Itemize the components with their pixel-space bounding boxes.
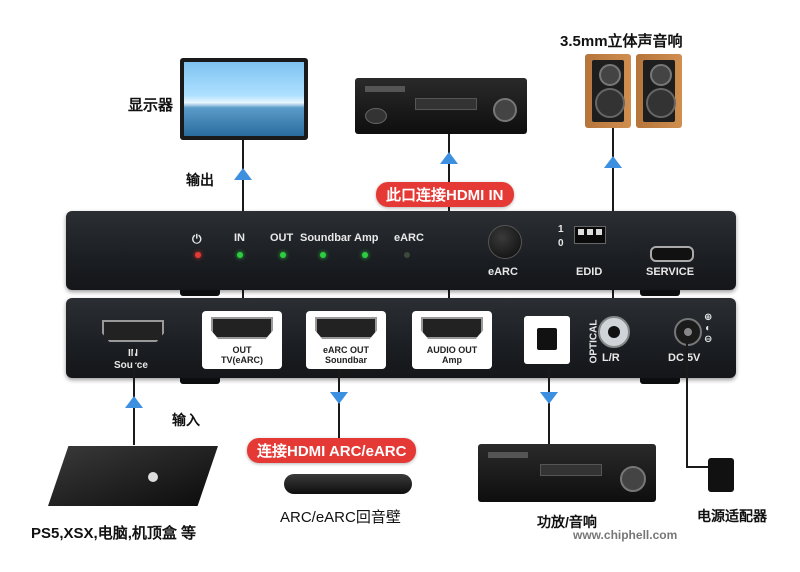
monitor-screen bbox=[184, 62, 304, 136]
front-panel bbox=[66, 211, 736, 290]
hdmi-arc-tag: 连接HDMI ARC/eARC bbox=[247, 438, 417, 463]
edid-switch-top-label: 1 bbox=[558, 224, 564, 235]
av-receiver-top bbox=[355, 78, 527, 134]
av-receiver-bottom bbox=[478, 444, 656, 502]
line-to-adapter-v bbox=[686, 342, 688, 466]
led-label-soundbar: Soundbar bbox=[300, 232, 352, 244]
led-label-earc: eARC bbox=[394, 232, 424, 244]
audio-out-label-1: AUDIO OUT bbox=[426, 345, 478, 355]
edid-switch-bottom-label: 0 bbox=[558, 238, 564, 249]
dc-jack[interactable] bbox=[674, 318, 702, 346]
led-soundbar bbox=[320, 252, 326, 258]
led-in bbox=[237, 252, 243, 258]
led-earc bbox=[404, 252, 410, 258]
watermark-text: www.chiphell.com bbox=[573, 528, 678, 542]
output-label: 输出 bbox=[186, 172, 214, 188]
in-source-port[interactable] bbox=[100, 318, 166, 344]
service-label: SERVICE bbox=[646, 266, 695, 278]
out-tv-port[interactable]: OUT TV(eARC) bbox=[202, 311, 282, 369]
line-to-soundbar bbox=[338, 369, 340, 457]
speaker-right bbox=[636, 54, 682, 128]
out-tv-label-1: OUT bbox=[232, 345, 252, 355]
lr-label: L/R bbox=[602, 352, 620, 364]
led-amp bbox=[362, 252, 368, 258]
dc-label: DC 5V bbox=[668, 352, 701, 364]
game-console bbox=[48, 446, 218, 506]
audio-out-label-2: Amp bbox=[442, 355, 462, 365]
earc-out-label-2: Soundbar bbox=[325, 355, 367, 365]
display-label: 显示器 bbox=[128, 97, 174, 114]
earc-out-port[interactable]: eARC OUT Soundbar bbox=[306, 311, 386, 369]
led-label-amp: Amp bbox=[354, 232, 379, 244]
led-label-in: IN bbox=[234, 232, 245, 244]
arrow-receiver-icon bbox=[440, 152, 458, 164]
speaker-left bbox=[585, 54, 631, 128]
out-tv-label-2: TV(eARC) bbox=[221, 355, 263, 365]
speakers-label: 3.5mm立体声音响 bbox=[560, 33, 683, 50]
input-label: 输入 bbox=[172, 412, 200, 428]
power-led bbox=[195, 252, 201, 258]
monitor bbox=[180, 58, 308, 140]
lr-jack[interactable] bbox=[598, 316, 630, 348]
amp-label: 功放/音响 bbox=[537, 514, 597, 530]
arrow-amp-icon bbox=[540, 392, 558, 404]
earc-out-label-1: eARC OUT bbox=[322, 345, 369, 355]
back-panel bbox=[66, 298, 736, 378]
arrow-speakers-icon bbox=[604, 156, 622, 168]
sources-label: PS5,XSX,电脑,机顶盒 等 bbox=[31, 525, 197, 542]
hdmi-in-tag: 此口连接HDMI IN bbox=[376, 182, 514, 207]
polarity-icon: ⊕◐⊖ bbox=[704, 312, 713, 345]
led-out bbox=[280, 252, 286, 258]
earc-button-label: eARC bbox=[488, 266, 518, 278]
edid-label: EDID bbox=[576, 266, 603, 278]
power-adapter bbox=[708, 458, 734, 492]
audio-out-port[interactable]: AUDIO OUT Amp bbox=[412, 311, 492, 369]
arrow-soundbar-icon bbox=[330, 392, 348, 404]
power-icon: ⏻ bbox=[192, 232, 202, 246]
line-from-source bbox=[133, 345, 135, 445]
led-label-out: OUT bbox=[270, 232, 294, 244]
soundbar-label: ARC/eARC回音壁 bbox=[280, 509, 401, 526]
edid-dip-switch[interactable] bbox=[574, 226, 606, 244]
arrow-output-icon bbox=[234, 168, 252, 180]
soundbar-device bbox=[284, 474, 412, 494]
line-to-amp bbox=[548, 364, 550, 444]
service-usbc-port[interactable] bbox=[650, 246, 694, 262]
optical-port[interactable] bbox=[524, 316, 570, 364]
in-source-label-2: Source bbox=[114, 360, 148, 371]
line-to-adapter-h bbox=[686, 466, 716, 468]
adapter-label: 电源适配器 bbox=[697, 508, 767, 524]
arrow-input-icon bbox=[125, 396, 143, 408]
earc-button[interactable] bbox=[488, 225, 522, 259]
